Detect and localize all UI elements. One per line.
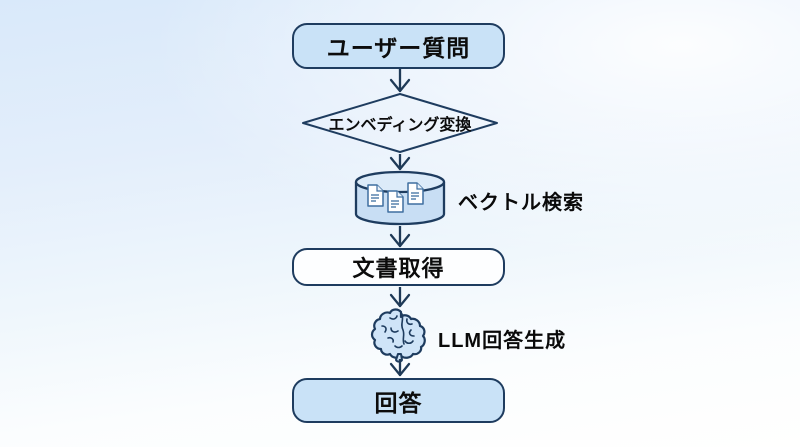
arrow-down-icon bbox=[389, 359, 411, 377]
arrow-down-icon bbox=[389, 226, 411, 248]
arrow-down-icon bbox=[389, 69, 411, 93]
node-answer: 回答 bbox=[292, 378, 505, 423]
document-icon bbox=[407, 182, 424, 205]
arrow-down-icon bbox=[389, 154, 411, 171]
diamond-shape bbox=[302, 93, 498, 153]
arrow-down-icon bbox=[389, 287, 411, 308]
brain-icon bbox=[370, 308, 426, 363]
node-answer-label: 回答 bbox=[374, 389, 423, 416]
node-llm-generation-label: LLM回答生成 bbox=[438, 330, 567, 352]
node-user-question: ユーザー質問 bbox=[292, 23, 505, 69]
node-doc-retrieval-label: 文書取得 bbox=[352, 256, 445, 281]
node-embedding-label: エンベディング変換 bbox=[328, 117, 472, 134]
document-icon bbox=[367, 184, 384, 207]
node-vector-search-label: ベクトル検索 bbox=[458, 192, 584, 214]
database-icon bbox=[354, 170, 446, 226]
node-embedding: エンベディング変換 bbox=[301, 92, 499, 154]
document-icon bbox=[387, 190, 404, 213]
node-user-question-label: ユーザー質問 bbox=[326, 35, 471, 61]
node-doc-retrieval: 文書取得 bbox=[292, 248, 505, 286]
